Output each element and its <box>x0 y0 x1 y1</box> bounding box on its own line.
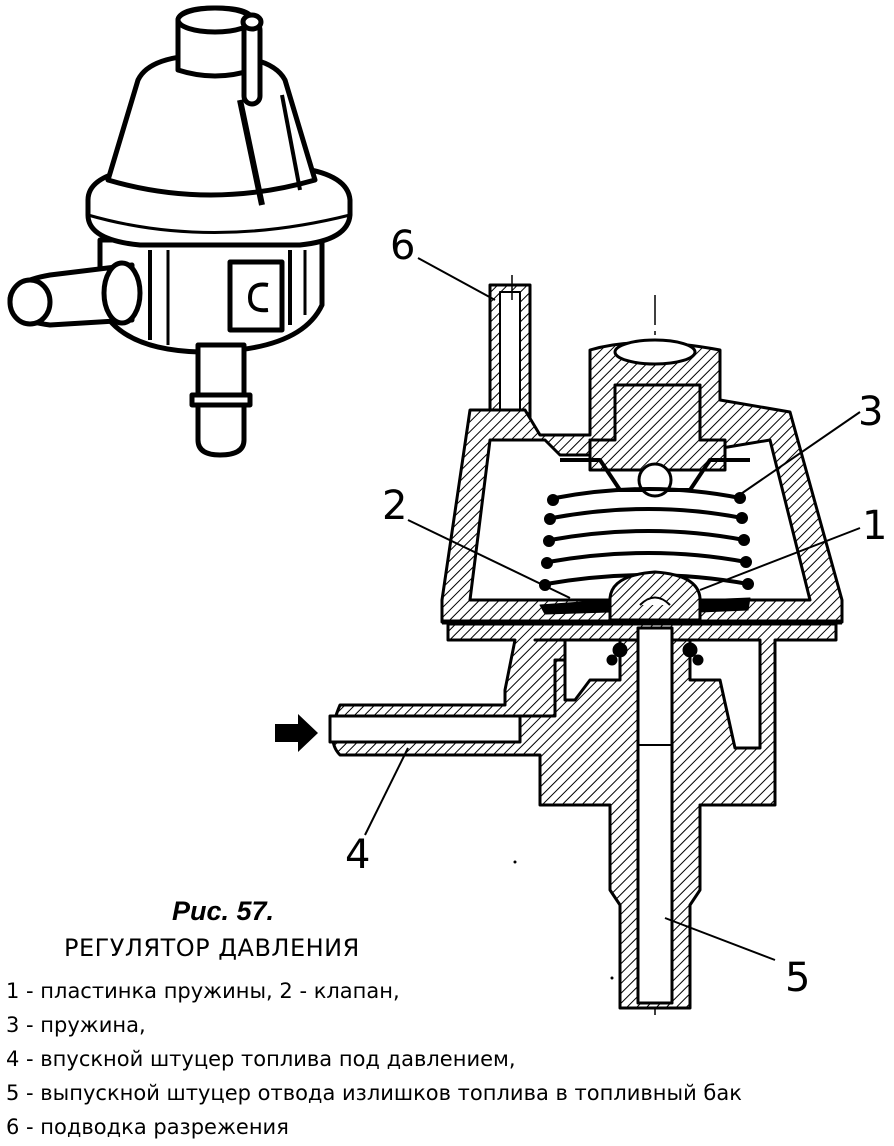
inlet-channel <box>328 714 522 744</box>
figure-number: Рис. 57. <box>172 896 275 926</box>
callout-4: 4 <box>345 832 371 878</box>
callout-1: 1 <box>862 503 888 549</box>
legend: 1 - пластинка пружины, 2 - клапан, 3 - п… <box>6 974 742 1144</box>
outlet-channel <box>636 626 674 1005</box>
figure-title: РЕГУЛЯТОР ДАВЛЕНИЯ <box>64 934 360 962</box>
legend-item: 5 - выпускной штуцер отвода излишков топ… <box>6 1081 742 1105</box>
legend-item: 1 - пластинка пружины, 2 - клапан, <box>6 979 400 1003</box>
callout-5: 5 <box>785 955 811 1001</box>
callout-2: 2 <box>382 483 408 529</box>
leader-lines <box>364 257 861 961</box>
regulator-external-view <box>7 5 353 458</box>
regulator-cross-section <box>275 257 861 1015</box>
legend-item: 4 - впускной штуцер топлива под давление… <box>6 1047 516 1071</box>
callout-3: 3 <box>858 389 884 435</box>
callout-6: 6 <box>390 223 416 269</box>
valve <box>608 570 702 622</box>
legend-item: 3 - пружина, <box>6 1013 146 1037</box>
flow-arrow <box>275 714 318 752</box>
legend-item: 6 - подводка разрежения <box>6 1115 289 1139</box>
